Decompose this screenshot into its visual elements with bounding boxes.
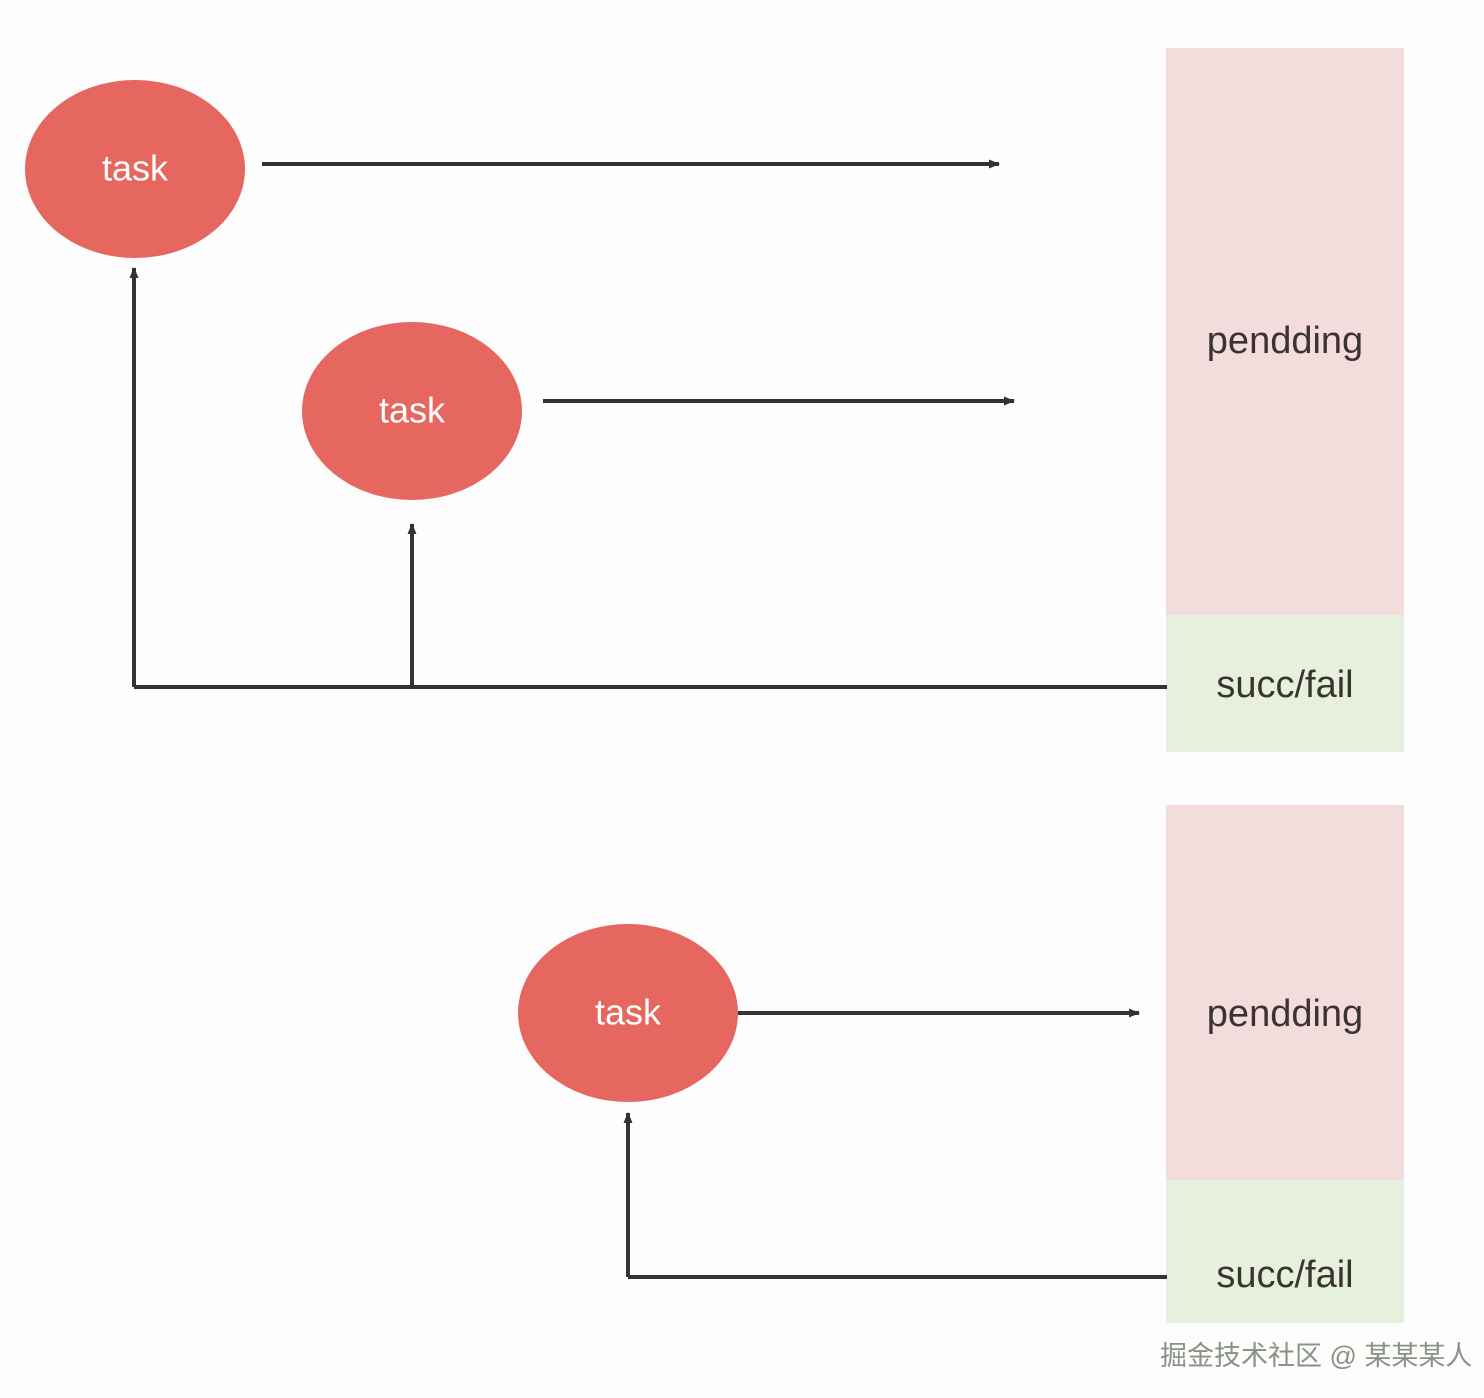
succfail-segment-top[interactable] [1166,615,1404,752]
pendding-label-bottom: pendding [1207,993,1363,1035]
task-label-2: task [379,390,446,431]
succfail-label-top: succ/fail [1216,664,1353,706]
succfail-segment-bottom[interactable] [1166,1180,1404,1323]
section-single-task: pendding succ/fail task [518,805,1404,1323]
succfail-label-bottom: succ/fail [1216,1254,1353,1296]
pendding-label-top: pendding [1207,320,1363,362]
queue-bar-top[interactable]: pendding succ/fail [1166,48,1404,752]
task-ellipse-1[interactable] [25,80,245,258]
pendding-segment-top[interactable] [1166,48,1404,615]
task-ellipse-3[interactable] [518,924,738,1102]
task-label-3: task [595,992,662,1033]
node-task-2[interactable]: task [302,322,522,500]
node-task-1[interactable]: task [25,80,245,258]
task-label-1: task [102,148,169,189]
pendding-segment-bottom[interactable] [1166,805,1404,1180]
watermark-label: 掘金技术社区 @ 某某某人 [1160,1341,1472,1371]
queue-bar-bottom[interactable]: pendding succ/fail [1166,805,1404,1323]
section-multi-task: pendding succ/fail task task [25,48,1404,752]
node-task-3[interactable]: task [518,924,738,1102]
task-ellipse-2[interactable] [302,322,522,500]
